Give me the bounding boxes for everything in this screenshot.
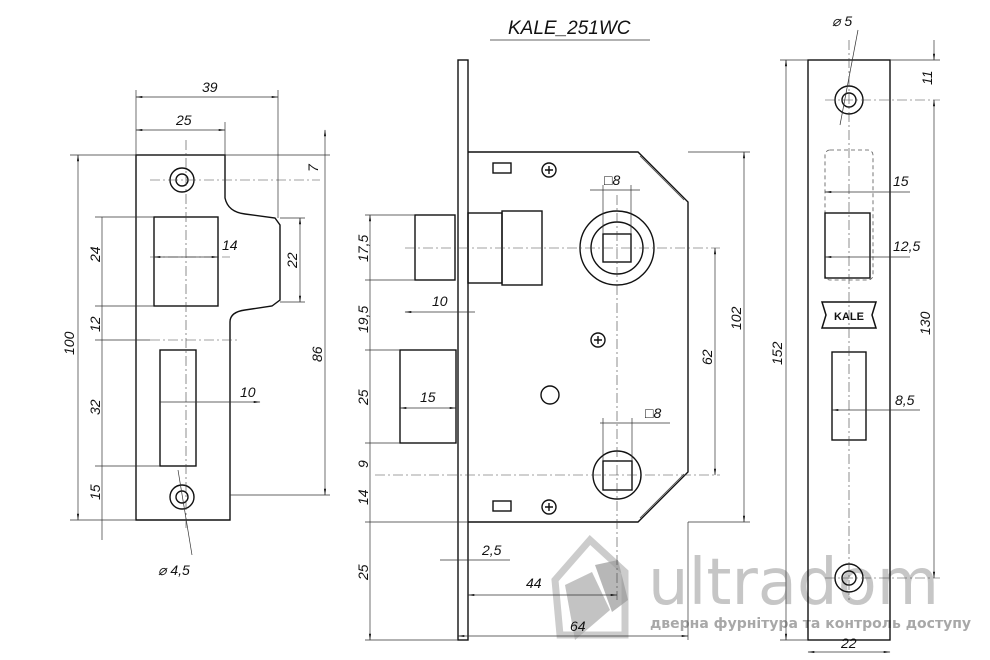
watermark: ultradom дверна фурнітура та контроль до…	[551, 535, 971, 640]
title-block: KALE_251WC	[490, 18, 650, 41]
screw-icon	[541, 499, 557, 515]
dim-14-body: 14	[355, 489, 371, 505]
latch-bolt	[414, 214, 456, 281]
dim-15: 15	[87, 484, 103, 500]
watermark-tagline: дверна фурнітура та контроль доступу	[650, 616, 971, 632]
dim-39: 39	[202, 79, 218, 95]
dim-100: 100	[61, 331, 77, 355]
dim-25-deadbolt: 25	[355, 389, 371, 406]
dim-32: 32	[87, 399, 103, 415]
lock-body: 17,5 19,5 25 9 14 25 10 15 □8 □8 62 102 …	[355, 59, 750, 641]
house-logo-icon	[551, 535, 629, 640]
dim-8-5: 8,5	[895, 392, 915, 408]
screw-icon	[541, 162, 557, 178]
dim-14: 14	[222, 237, 238, 253]
dim-2-5: 2,5	[481, 542, 502, 558]
dim-25-bottom: 25	[355, 564, 371, 581]
dim-square-8-top: □8	[604, 172, 620, 188]
dim-24: 24	[87, 246, 103, 263]
dim-15-deadbolt: 15	[420, 389, 436, 405]
turn-square	[602, 460, 633, 491]
dim-12-5: 12,5	[893, 238, 920, 254]
dim-square-8-bottom: □8	[645, 405, 661, 421]
dim-7: 7	[305, 163, 321, 172]
dim-25: 25	[175, 112, 192, 128]
dim-22: 22	[284, 252, 300, 269]
strike-plate: 39 25 7 22 14 10 24 12 32 15 100 86 ⌀ 4,…	[61, 79, 330, 578]
dim-22-width: 22	[840, 635, 857, 651]
dim-152: 152	[769, 341, 785, 365]
dead-bolt	[399, 349, 457, 444]
dim-11: 11	[919, 70, 935, 85]
dim-12: 12	[87, 316, 103, 332]
screw-icon	[590, 332, 606, 348]
dim-44: 44	[526, 575, 542, 591]
dim-10-latch: 10	[432, 293, 448, 309]
dim-15-slot: 15	[893, 173, 909, 189]
watermark-brand: ultradom	[648, 546, 939, 620]
dim-19-5: 19,5	[355, 306, 371, 333]
dim-10: 10	[240, 384, 256, 400]
dim-62: 62	[699, 349, 715, 365]
dim-9: 9	[355, 460, 371, 468]
dim-hole-5: ⌀ 5	[832, 13, 852, 29]
faceplate: KALE ⌀ 5 11 15 12,5 130 152 8,5 22	[769, 13, 940, 654]
dim-64: 64	[570, 618, 586, 634]
drawing-title: KALE_251WC	[508, 18, 631, 39]
dim-102: 102	[728, 306, 744, 330]
dim-86: 86	[309, 346, 325, 362]
dim-hole-4-5: ⌀ 4,5	[158, 562, 190, 578]
dim-130: 130	[917, 311, 933, 335]
dim-17-5: 17,5	[355, 235, 371, 262]
